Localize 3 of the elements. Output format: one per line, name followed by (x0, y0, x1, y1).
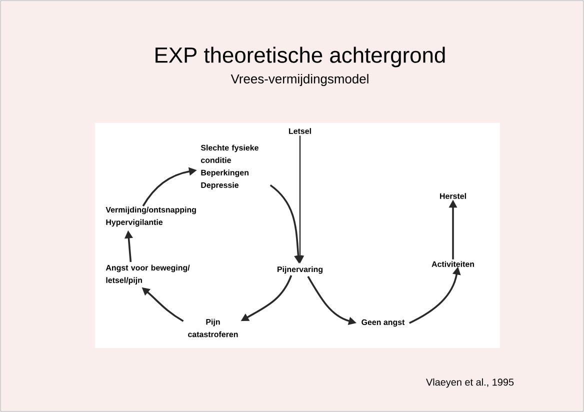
slide-title: EXP theoretische achtergrond (156, 46, 445, 68)
citation: Vlaeyen et al., 1995 (426, 378, 514, 388)
subtitle: Vrees-vermijdingsmodel (230, 74, 368, 86)
